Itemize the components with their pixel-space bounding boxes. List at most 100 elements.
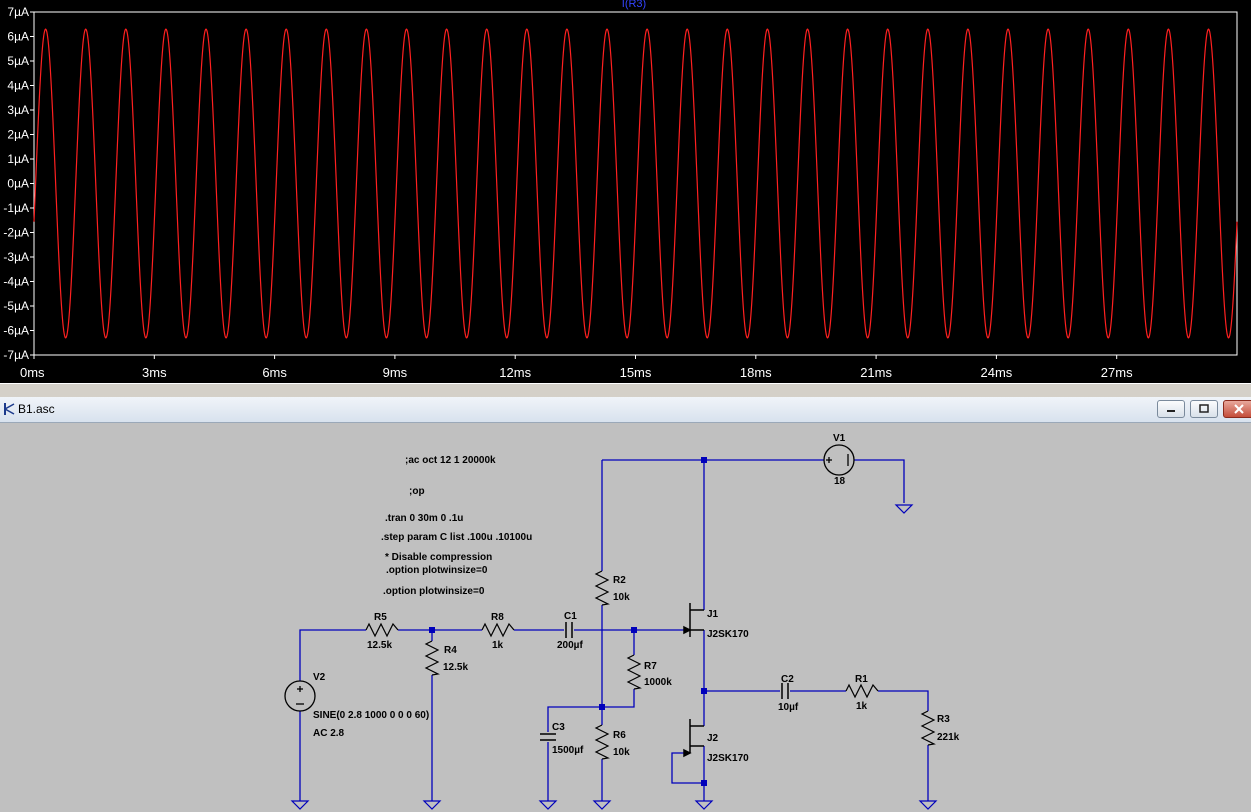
resistor-r7[interactable] (626, 654, 642, 690)
v2-name: V2 (313, 672, 326, 683)
directive-ac[interactable]: ;ac oct 12 1 20000k (405, 455, 496, 466)
wire-v2-r5 (299, 629, 366, 681)
x-tick-label: 3ms (142, 365, 167, 380)
close-icon (1234, 404, 1244, 414)
c3-name: C3 (552, 722, 565, 733)
r2-name: R2 (613, 575, 626, 586)
schematic-window-titlebar[interactable]: B1.asc (0, 397, 1251, 423)
resistor-r3[interactable] (920, 710, 936, 746)
ground-icon (538, 800, 558, 810)
y-tick-label: 1µA (7, 152, 29, 166)
junction-dot (701, 457, 707, 463)
resistor-r6[interactable] (594, 724, 610, 760)
x-tick-label: 27ms (1101, 365, 1133, 380)
r7-name: R7 (644, 661, 657, 672)
jfet-j1[interactable] (683, 603, 704, 637)
j1-value: J2SK170 (707, 629, 749, 640)
v1-name: V1 (833, 433, 846, 444)
ground-icon (290, 800, 310, 810)
directive-op[interactable]: ;op (409, 486, 425, 497)
r3-name: R3 (937, 714, 950, 725)
r7-value: 1000k (644, 677, 672, 688)
v2-ac: AC 2.8 (313, 728, 345, 739)
c1-value: 200µf (557, 640, 583, 651)
y-tick-label: 6µA (7, 30, 29, 44)
x-tick-label: 0ms (20, 365, 45, 380)
x-tick-label: 6ms (262, 365, 287, 380)
resistor-r5[interactable] (365, 622, 399, 638)
capacitor-c3[interactable] (540, 733, 556, 741)
wire-v1-ground (854, 459, 905, 503)
c2-name: C2 (781, 674, 794, 685)
r8-name: R8 (491, 612, 504, 623)
capacitor-c2[interactable] (781, 683, 789, 699)
r2-value: 10k (613, 592, 630, 603)
resistor-r1[interactable] (845, 683, 879, 699)
y-axis: 7µA6µA5µA4µA3µA2µA1µA0µA-1µA-2µA-3µA-4µA… (3, 5, 34, 362)
r5-name: R5 (374, 612, 387, 623)
c2-value: 10µf (778, 702, 799, 713)
voltage-source-v1[interactable] (823, 444, 855, 476)
x-tick-label: 24ms (981, 365, 1013, 380)
capacitor-c1[interactable] (565, 622, 573, 638)
directive-tran[interactable]: .tran 0 30m 0 .1u (385, 513, 463, 524)
window-title: B1.asc (18, 402, 55, 416)
resistor-r8[interactable] (481, 622, 515, 638)
junction-dot (429, 627, 435, 633)
junction-dot (599, 704, 605, 710)
y-tick-label: -1µA (3, 201, 29, 215)
wire-r7-bottom (602, 689, 635, 708)
y-tick-label: -6µA (3, 324, 29, 338)
wire-j2-gate-source (671, 752, 704, 784)
x-tick-label: 21ms (860, 365, 892, 380)
y-tick-label: -3µA (3, 250, 29, 264)
y-tick-label: 7µA (7, 5, 29, 19)
schematic-canvas[interactable]: ;ac oct 12 1 20000k ;op .tran 0 30m 0 .1… (0, 423, 1251, 812)
v1-value: 18 (834, 476, 846, 487)
junction-dot (701, 688, 707, 694)
y-tick-label: 2µA (7, 128, 29, 142)
x-tick-label: 9ms (383, 365, 408, 380)
y-tick-label: 0µA (7, 177, 29, 191)
minimize-button[interactable] (1157, 400, 1185, 418)
resistor-r2[interactable] (594, 570, 610, 606)
directive-option-1[interactable]: .option plotwinsize=0 (386, 565, 488, 576)
y-tick-label: 5µA (7, 54, 29, 68)
comment-disable-compression[interactable]: * Disable compression (385, 552, 492, 563)
y-tick-label: 3µA (7, 103, 29, 117)
wire-c3-top (547, 706, 602, 732)
r8-value: 1k (492, 640, 504, 651)
r5-value: 12.5k (367, 640, 392, 651)
j1-name: J1 (707, 609, 719, 620)
trace-i-r3[interactable] (33, 28, 1238, 339)
voltage-source-v2[interactable] (284, 680, 316, 712)
resistor-r4[interactable] (424, 640, 440, 676)
y-tick-label: -4µA (3, 275, 29, 289)
r6-value: 10k (613, 747, 630, 758)
trace-label[interactable]: I(R3) (622, 0, 646, 10)
c3-value: 1500µf (552, 745, 584, 756)
schematic-drawing: ;ac oct 12 1 20000k ;op .tran 0 30m 0 .1… (284, 433, 960, 810)
maximize-button[interactable] (1190, 400, 1218, 418)
j2-name: J2 (707, 733, 719, 744)
splitter[interactable] (0, 383, 1251, 398)
junction-dot (631, 627, 637, 633)
j2-value: J2SK170 (707, 753, 749, 764)
directive-option-2[interactable]: .option plotwinsize=0 (383, 586, 485, 597)
v2-value: SINE(0 2.8 1000 0 0 0 60) (313, 710, 429, 721)
jfet-j2[interactable] (683, 719, 704, 758)
ground-icon (694, 800, 714, 810)
x-tick-label: 18ms (740, 365, 772, 380)
schematic-app-icon (4, 403, 15, 415)
y-tick-label: 4µA (7, 79, 29, 93)
x-tick-label: 12ms (499, 365, 531, 380)
directive-step[interactable]: .step param C list .100u .10100u (381, 532, 532, 543)
maximize-icon (1199, 404, 1209, 413)
c1-name: C1 (564, 611, 577, 622)
close-button[interactable] (1223, 400, 1251, 418)
r1-value: 1k (856, 701, 868, 712)
ground-icon (592, 800, 612, 810)
r6-name: R6 (613, 730, 626, 741)
